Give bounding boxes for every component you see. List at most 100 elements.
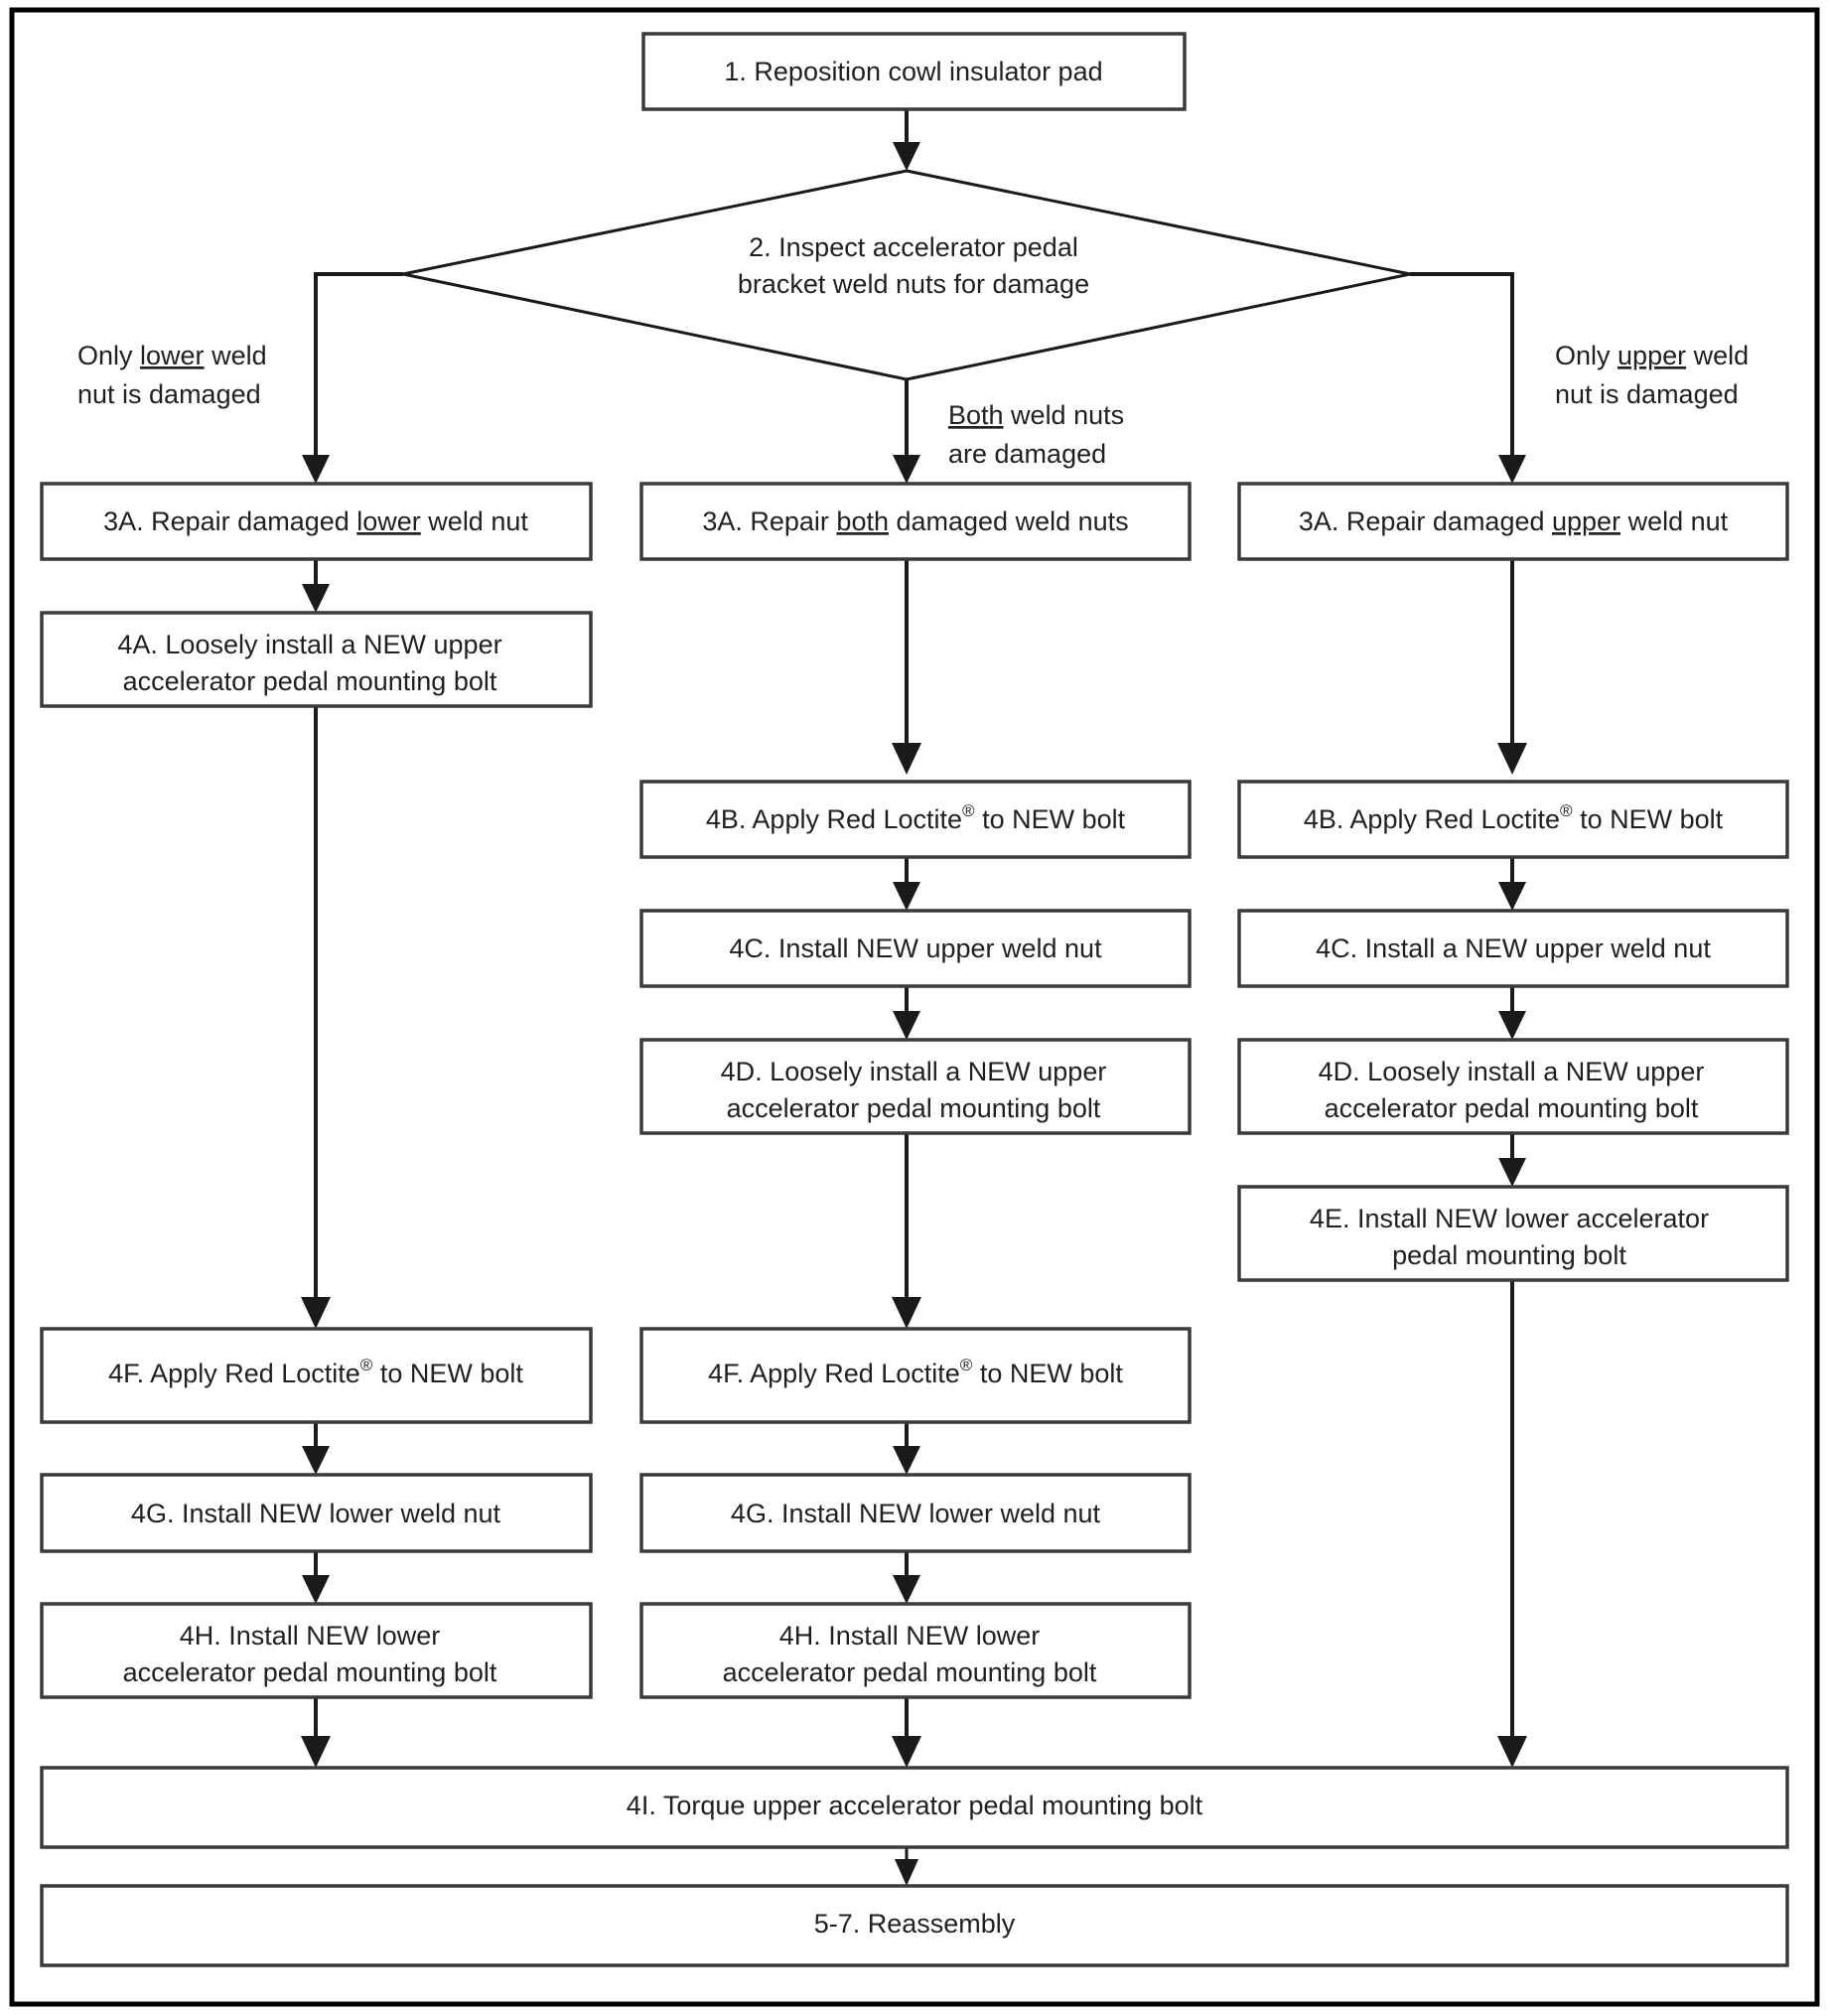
arrow-head-mid-4f-to-4g xyxy=(893,1446,920,1475)
node-end-box[interactable] xyxy=(40,1884,1789,1967)
node-left-4f-pre: 4F. Apply Red Loctite xyxy=(108,1359,360,1388)
node-right-4c-label: 4C. Install a NEW upper weld nut xyxy=(1316,934,1711,963)
registered-icon: ® xyxy=(360,1356,373,1374)
node-decision-line1: 2. Inspect accelerator pedal xyxy=(749,232,1078,262)
registered-icon: ® xyxy=(1560,801,1573,820)
edge-label-left-line2: nut is damaged xyxy=(77,379,261,409)
edge-label-right-line1: Only upper weld xyxy=(1555,341,1749,370)
node-right-3a-post: weld nut xyxy=(1620,506,1729,536)
arrow-head-right-4d-to-4e xyxy=(1498,1158,1526,1187)
node-left-4f-post: to NEW bolt xyxy=(372,1359,523,1388)
node-right-4d-line1: 4D. Loosely install a NEW upper xyxy=(1319,1057,1705,1086)
node-mid-4c-box[interactable] xyxy=(639,909,1192,988)
arrow-head-right-4c-to-4d xyxy=(1498,1011,1526,1040)
arrow-head-mid-4h-to-4i xyxy=(892,1736,921,1768)
node-right-4d-line2: accelerator pedal mounting bolt xyxy=(1325,1093,1699,1123)
edge-label-right-line2: nut is damaged xyxy=(1555,379,1739,409)
node-mid-4f-label: 4F. Apply Red Loctite® to NEW bolt xyxy=(708,1356,1123,1388)
arrow-head-mid-4c-to-4d xyxy=(893,1011,920,1040)
node-left-4h-box[interactable] xyxy=(40,1602,593,1699)
edge-label-right-emph: upper xyxy=(1618,341,1686,370)
node-mid-4g-box[interactable] xyxy=(639,1473,1192,1553)
node-decision-diamond[interactable] xyxy=(402,169,1411,381)
node-left-3a-post: weld nut xyxy=(421,506,529,536)
arrow-head-mid-4g-to-4h xyxy=(893,1575,920,1604)
node-decision-line2: bracket weld nuts for damage xyxy=(738,269,1089,299)
node-left-4a-line2: accelerator pedal mounting bolt xyxy=(123,666,497,696)
arrow-head-left-4h-to-4i xyxy=(301,1736,331,1768)
node-left-4a-line1: 4A. Loosely install a NEW upper xyxy=(117,630,501,659)
node-left-4h-line2: accelerator pedal mounting bolt xyxy=(123,1657,497,1687)
node-start-label: 1. Reposition cowl insulator pad xyxy=(724,57,1102,86)
arrow-head-left-4f-to-4g xyxy=(302,1446,330,1475)
node-right-4d-box[interactable] xyxy=(1237,1038,1789,1135)
arrow-head-right-4b-to-4c xyxy=(1498,882,1526,911)
arrow-head-decision-left xyxy=(302,455,330,484)
node-left-4g-box[interactable] xyxy=(40,1473,593,1553)
edge-label-right-pre: Only xyxy=(1555,341,1618,370)
arrow-head-decision-middle xyxy=(893,455,920,484)
node-left-4h-line1: 4H. Install NEW lower xyxy=(180,1621,441,1651)
node-right-3a-label: 3A. Repair damaged upper weld nut xyxy=(1299,506,1729,536)
node-right-3a-emph: upper xyxy=(1552,506,1620,536)
node-right-4e-line1: 4E. Install NEW lower accelerator xyxy=(1310,1204,1709,1233)
arrow-head-mid-4b-to-4c xyxy=(893,882,920,911)
node-right-4b-box[interactable] xyxy=(1237,780,1789,859)
diagram-frame xyxy=(9,7,1820,2007)
node-mid-4d-line1: 4D. Loosely install a NEW upper xyxy=(721,1057,1107,1086)
node-left-3a-pre: 3A. Repair damaged xyxy=(103,506,356,536)
node-mid-3a-emph: both xyxy=(836,506,889,536)
connector-decision-left xyxy=(314,272,403,467)
node-mid-4c-label: 4C. Install NEW upper weld nut xyxy=(729,934,1102,963)
registered-icon: ® xyxy=(960,1356,973,1374)
node-right-3a-box[interactable] xyxy=(1237,482,1789,561)
arrow-head-4i-to-reassembly xyxy=(895,1859,918,1886)
node-mid-4b-pre: 4B. Apply Red Loctite xyxy=(706,804,962,834)
node-merge-4i-box[interactable] xyxy=(40,1766,1789,1849)
registered-icon: ® xyxy=(962,801,975,820)
node-mid-3a-post: damaged weld nuts xyxy=(889,506,1129,536)
node-end-label: 5-7. Reassembly xyxy=(814,1909,1016,1939)
node-left-4a-box[interactable] xyxy=(40,611,593,708)
edge-label-left-pre: Only xyxy=(77,341,140,370)
node-mid-4b-post: to NEW bolt xyxy=(975,804,1126,834)
node-mid-4h-box[interactable] xyxy=(639,1602,1192,1699)
arrow-head-left-4g-to-4h xyxy=(302,1575,330,1604)
arrow-head-left-3a-to-4a xyxy=(302,584,330,613)
node-right-3a-pre: 3A. Repair damaged xyxy=(1299,506,1552,536)
node-mid-4h-line1: 4H. Install NEW lower xyxy=(779,1621,1041,1651)
node-mid-3a-pre: 3A. Repair xyxy=(702,506,836,536)
node-right-4e-box[interactable] xyxy=(1237,1185,1789,1282)
arrow-head-right-3a-to-4b xyxy=(1497,743,1527,775)
node-mid-4d-box[interactable] xyxy=(639,1038,1192,1135)
arrow-head-start-to-decision xyxy=(893,142,920,171)
node-left-4f-box[interactable] xyxy=(40,1327,593,1424)
node-right-4b-pre: 4B. Apply Red Loctite xyxy=(1304,804,1560,834)
edge-label-left-post: weld xyxy=(205,341,267,370)
node-mid-4f-pre: 4F. Apply Red Loctite xyxy=(708,1359,960,1388)
node-right-4c-box[interactable] xyxy=(1237,909,1789,988)
node-start-box[interactable] xyxy=(641,32,1187,111)
arrow-head-mid-3a-to-4b xyxy=(892,743,921,775)
connector-decision-right xyxy=(1410,272,1514,467)
node-right-4b-post: to NEW bolt xyxy=(1573,804,1724,834)
node-left-3a-emph: lower xyxy=(356,506,421,536)
edge-label-middle-line1: Both weld nuts xyxy=(948,400,1124,430)
node-mid-4g-label: 4G. Install NEW lower weld nut xyxy=(731,1499,1101,1528)
arrow-head-decision-right xyxy=(1498,455,1526,484)
edge-label-left-line1: Only lower weld xyxy=(77,341,267,370)
node-mid-3a-box[interactable] xyxy=(639,482,1192,561)
node-mid-4f-box[interactable] xyxy=(639,1327,1192,1424)
edge-label-right-post: weld xyxy=(1686,341,1749,370)
node-mid-4b-box[interactable] xyxy=(639,780,1192,859)
edge-label-middle-emph: Both xyxy=(948,400,1004,430)
arrow-head-right-4e-to-4i xyxy=(1497,1736,1527,1768)
node-left-3a-label: 3A. Repair damaged lower weld nut xyxy=(103,506,528,536)
node-left-4f-label: 4F. Apply Red Loctite® to NEW bolt xyxy=(108,1356,523,1388)
edge-label-left-emph: lower xyxy=(140,341,205,370)
node-left-3a-box[interactable] xyxy=(40,482,593,561)
arrow-head-left-4a-to-4f xyxy=(301,1297,331,1329)
node-mid-4d-line2: accelerator pedal mounting bolt xyxy=(727,1093,1101,1123)
